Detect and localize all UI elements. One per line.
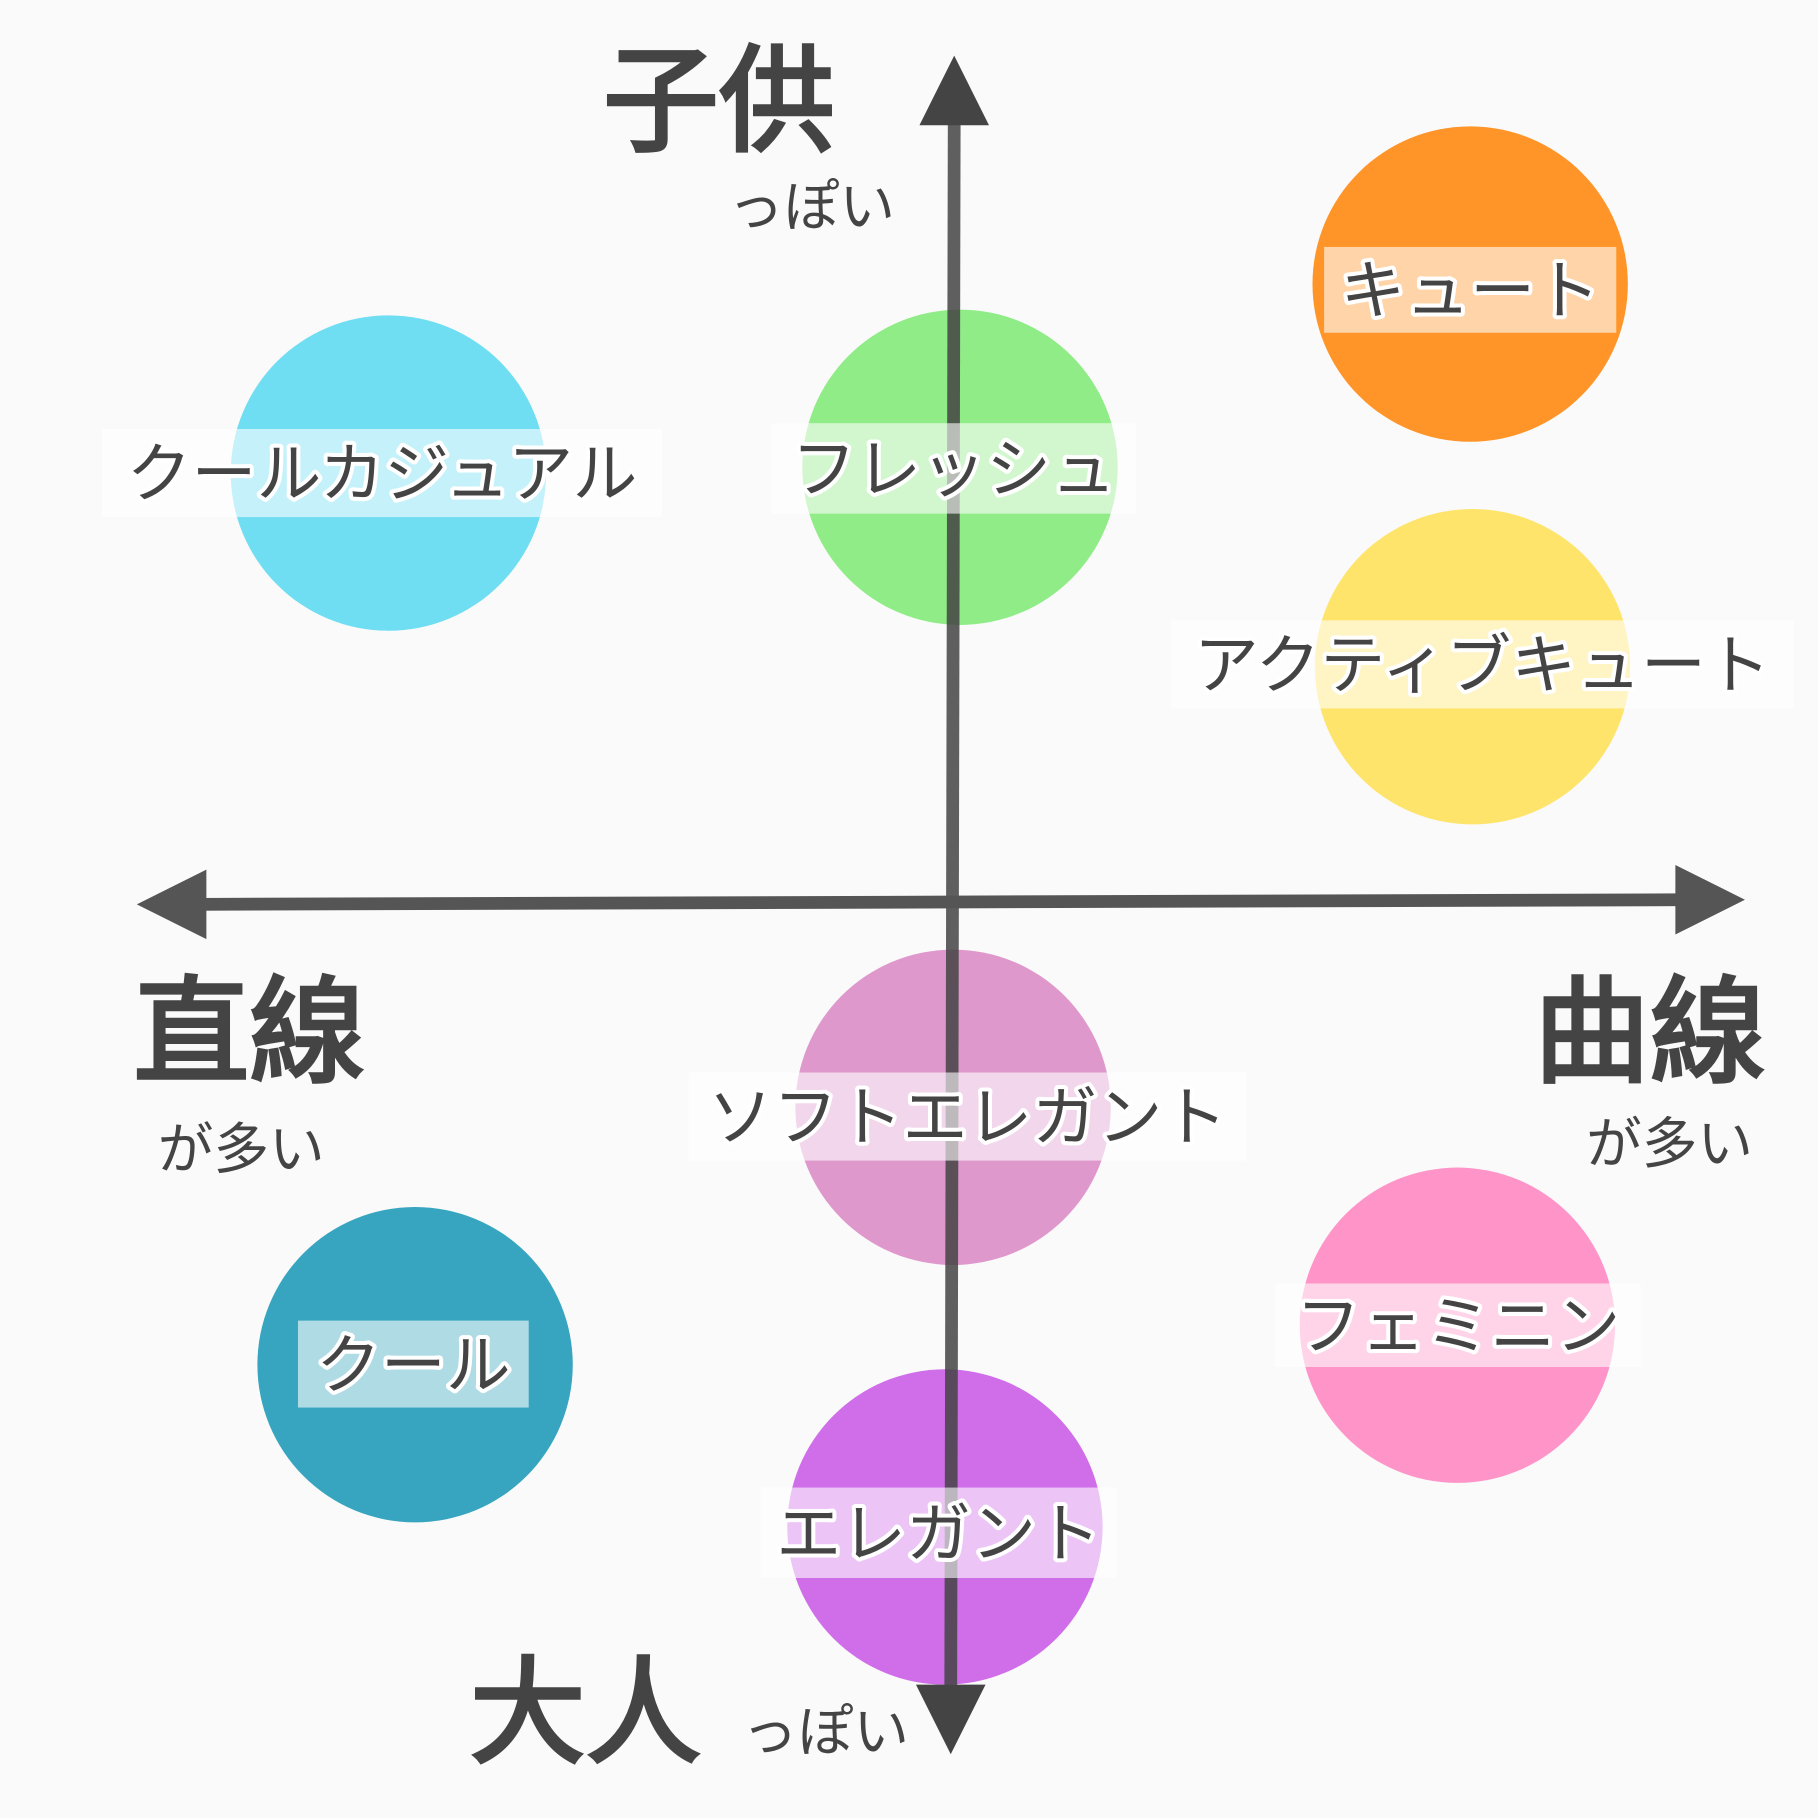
- style-label: エレガント: [776, 1497, 1101, 1572]
- arrow-right-icon: [1675, 864, 1745, 935]
- axis-top-sublabel: っぽい: [728, 175, 895, 240]
- arrow-left-icon: [136, 869, 207, 940]
- label-band: [688, 1072, 1247, 1161]
- arrow-down-icon: [915, 1684, 986, 1755]
- style-label: クールカジュアル: [127, 437, 638, 512]
- axes: [136, 55, 1745, 1755]
- axis-left-label: 直線: [133, 965, 365, 1100]
- style-label: キュート: [1340, 254, 1600, 329]
- axis-right-sublabel: が多い: [1586, 1112, 1753, 1177]
- style-label: ソフトエレガント: [708, 1081, 1227, 1156]
- style-label: クール: [316, 1328, 511, 1403]
- label-band: [771, 423, 1137, 514]
- label-band: [1275, 1283, 1641, 1367]
- axis-bottom-sublabel: っぽい: [742, 1700, 909, 1765]
- axis-left-sublabel: が多い: [158, 1118, 325, 1183]
- style-label: アクティブキュート: [1194, 629, 1771, 704]
- arrow-up-icon: [919, 55, 990, 126]
- label-band: [760, 1487, 1117, 1578]
- style-label: フレッシュ: [791, 433, 1116, 508]
- style-label: フェミニン: [1296, 1289, 1621, 1364]
- axis-right-label: 曲線: [1534, 965, 1766, 1100]
- label-band: [1171, 620, 1794, 709]
- label-band: [102, 428, 663, 518]
- axis-bottom-label: 大人: [470, 1646, 702, 1781]
- horizontal-axis: [197, 893, 1682, 911]
- label-band: [297, 1320, 529, 1408]
- axis-top-label: 子供: [603, 34, 835, 169]
- label-band: [1324, 246, 1617, 333]
